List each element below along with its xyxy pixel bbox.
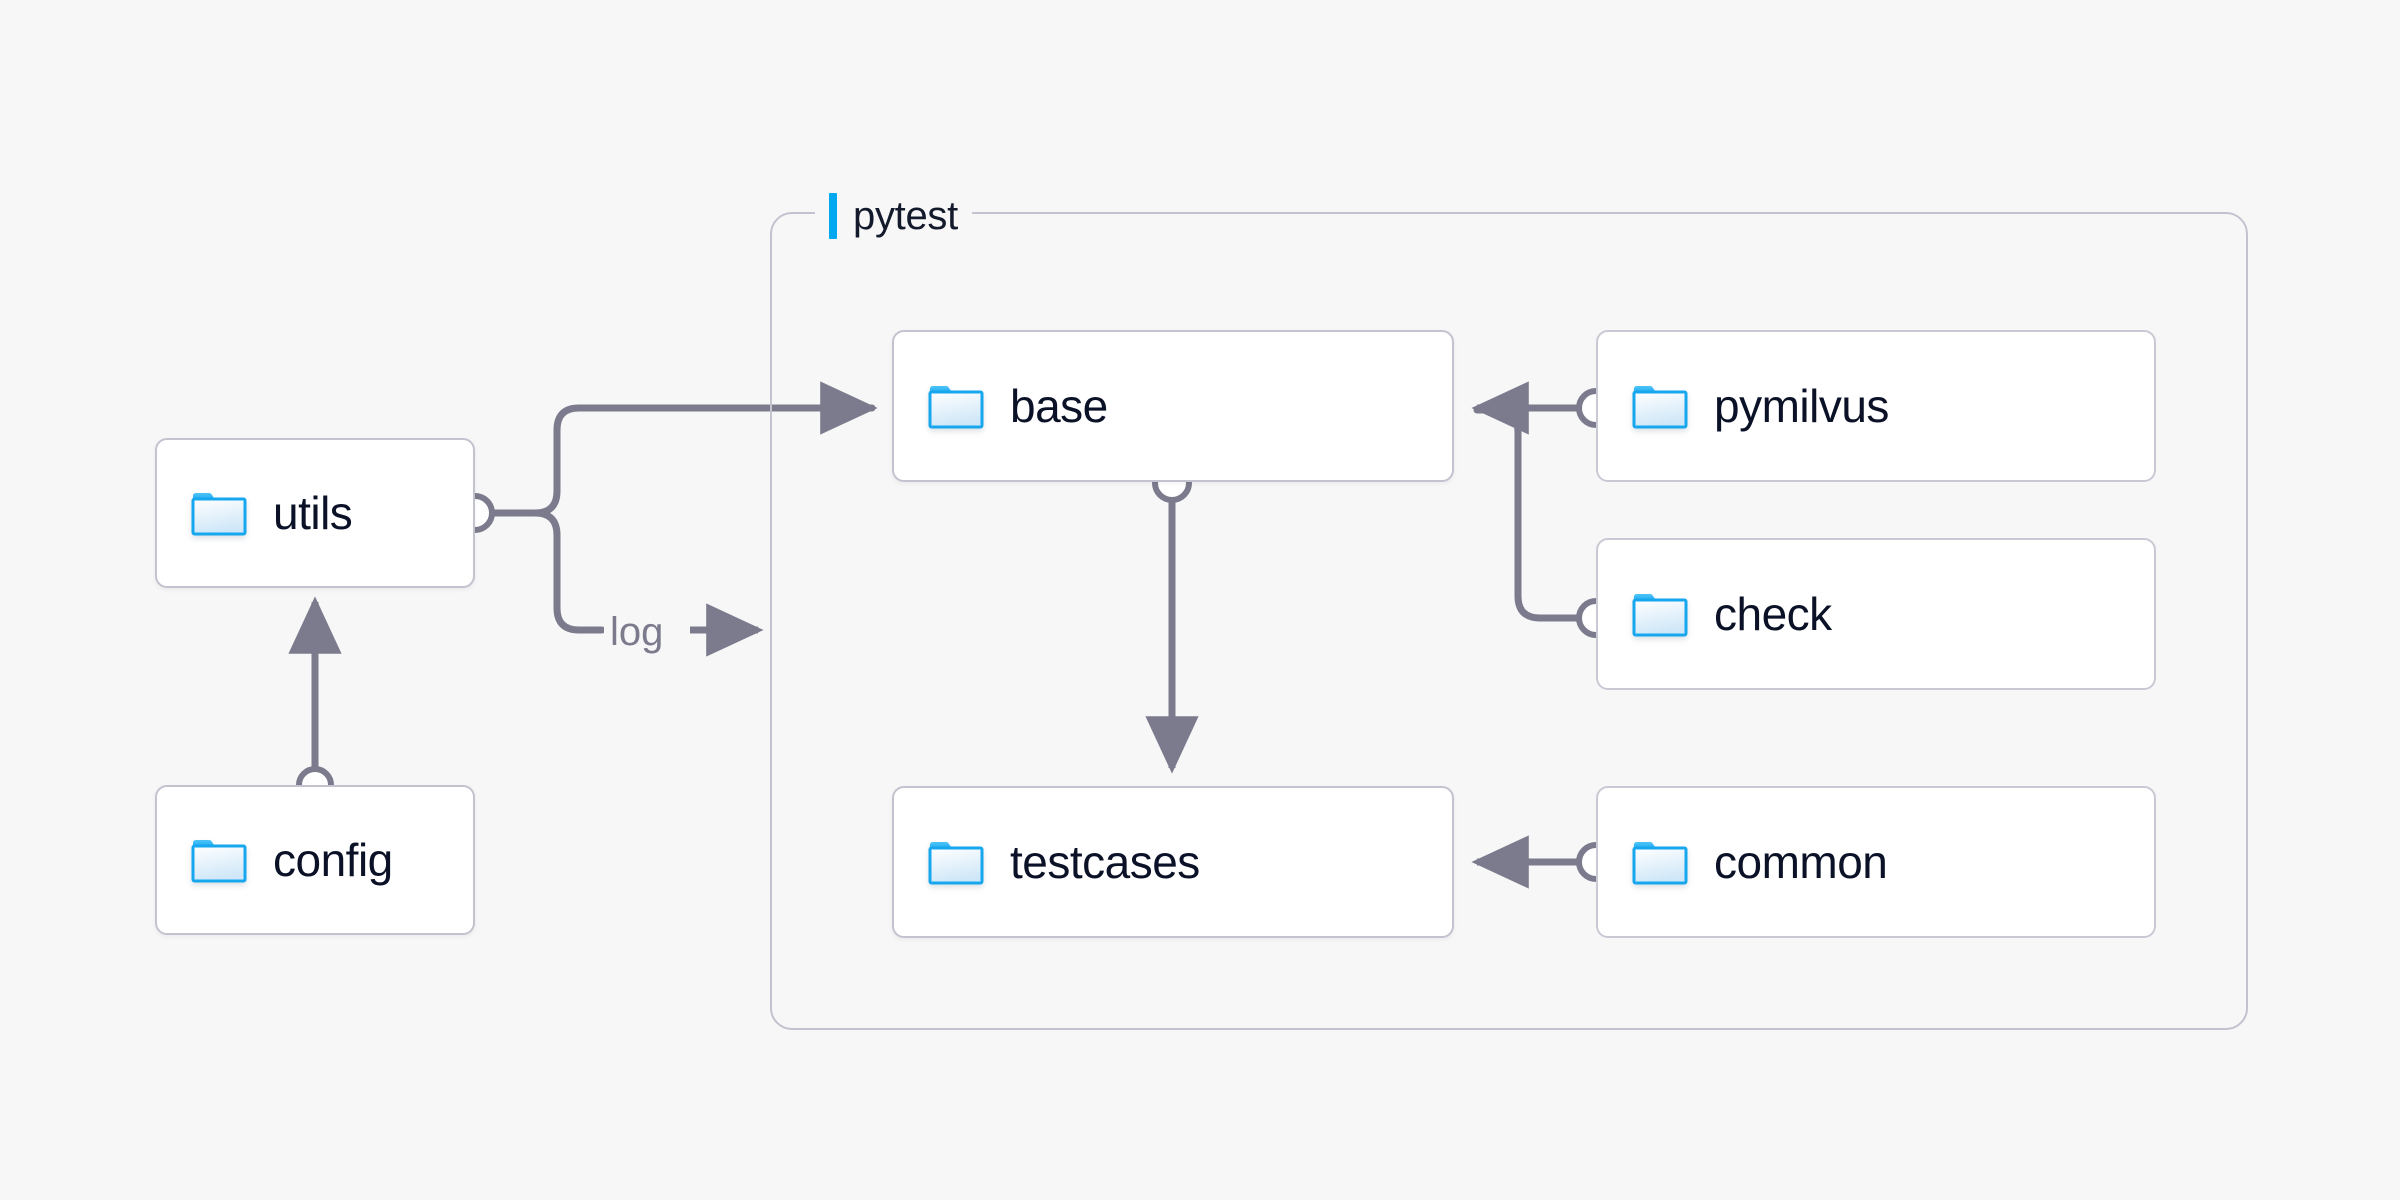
node-config[interactable]: config [155,785,475,935]
group-container-pytest [770,212,2248,1030]
node-label: testcases [1010,836,1200,888]
node-label: common [1714,836,1888,888]
node-base[interactable]: base [892,330,1454,482]
group-title: pytest [853,193,958,238]
edge-label-log: log [604,612,670,652]
node-label: utils [273,487,353,539]
node-utils[interactable]: utils [155,438,475,588]
node-label: check [1714,588,1832,640]
folder-icon [191,490,247,536]
folder-icon [191,837,247,883]
node-label: config [273,834,393,886]
node-label: pymilvus [1714,380,1889,432]
folder-icon [1632,839,1688,885]
folder-icon [928,839,984,885]
folder-icon [928,383,984,429]
node-pymilvus[interactable]: pymilvus [1596,330,2156,482]
node-label: base [1010,380,1108,432]
accent-bar-icon [829,193,837,239]
folder-icon [1632,383,1688,429]
edge-config-to-utils [288,596,342,804]
node-common[interactable]: common [1596,786,2156,938]
folder-icon [1632,591,1688,637]
node-testcases[interactable]: testcases [892,786,1454,938]
node-check[interactable]: check [1596,538,2156,690]
group-label-pytest: pytest [815,190,972,242]
